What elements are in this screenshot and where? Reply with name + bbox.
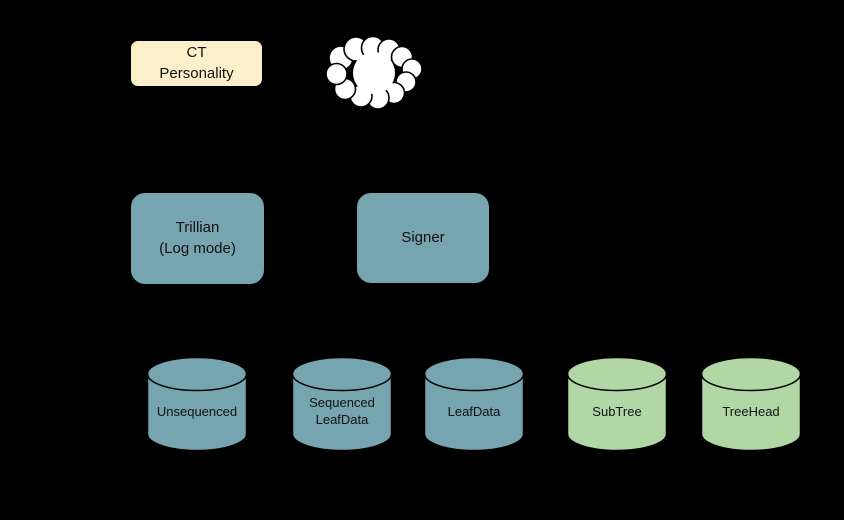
subtree-db-node: SubTree [566,356,668,452]
database-cylinder-icon [423,356,525,452]
unsequenced-db-label: Unsequenced [156,403,238,419]
sequenced-leafdata-db-label: Sequenced LeafData [309,395,375,427]
leafdata-db-node: LeafData [423,356,525,452]
ct-personality-node: CT Personality [130,40,263,87]
database-cylinder-icon [291,356,393,452]
leafdata-db-label: LeafData [447,403,501,419]
treehead-db-node: TreeHead [700,356,802,452]
ct-personality-label: CT Personality [159,44,234,82]
trillian-log-node: Trillian (Log mode) [130,192,265,285]
signer-node: Signer [356,192,490,284]
treehead-db-label: TreeHead [722,403,780,419]
sequenced-leafdata-db-node: Sequenced LeafData [291,356,393,452]
subtree-db-label: SubTree [592,403,642,419]
unsequenced-db-node: Unsequenced [146,356,248,452]
trillian-log-label: Trillian (Log mode) [159,219,236,257]
signer-label: Signer [401,228,445,246]
database-cylinder-icon [700,356,802,452]
database-cylinder-icon [146,356,248,452]
cloud-icon [326,36,423,110]
database-cylinder-icon [566,356,668,452]
